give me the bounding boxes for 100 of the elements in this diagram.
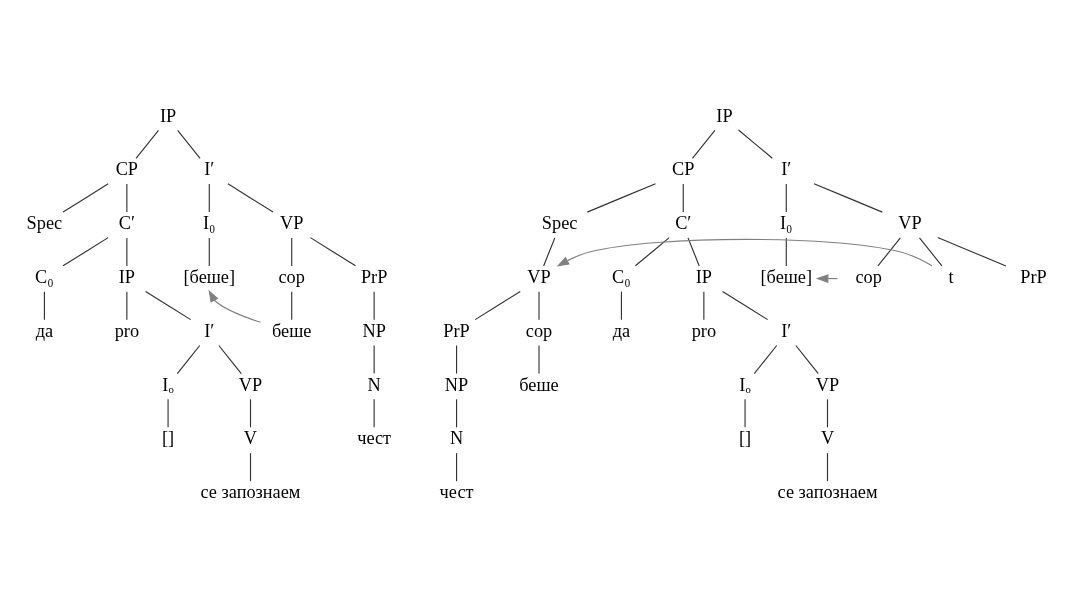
connector — [126, 183, 128, 213]
node-text: [] — [738, 427, 752, 448]
node-text: PrP — [360, 266, 388, 287]
node-text: IP — [695, 266, 712, 287]
connector — [543, 236, 556, 266]
node-text: I₀ — [203, 212, 216, 233]
node-text: VP — [898, 212, 922, 233]
connector — [145, 290, 192, 320]
connector — [744, 398, 746, 428]
connector — [227, 182, 274, 213]
connector — [373, 290, 375, 320]
connector — [826, 452, 829, 482]
node-text: t — [948, 266, 954, 287]
node-text: IP — [716, 105, 733, 126]
connector — [309, 236, 357, 266]
node-text: да — [35, 320, 54, 341]
node-text: VP — [815, 374, 840, 395]
connector — [538, 344, 540, 374]
node-text: VP — [527, 266, 551, 287]
node-text: Spec — [541, 212, 578, 233]
node-text: I′ — [204, 158, 215, 179]
node-text: V — [820, 427, 835, 448]
connector — [208, 236, 210, 266]
node-text: се запознаем — [200, 481, 301, 502]
connector — [126, 236, 128, 266]
node-text: pro — [114, 320, 140, 341]
node-text: Iₒ — [739, 374, 751, 395]
node-text: VP — [280, 212, 304, 233]
connector — [722, 290, 769, 320]
connector — [937, 236, 1007, 266]
connector — [177, 129, 201, 159]
node-text: се запознаем — [777, 481, 878, 502]
node-text: Iₒ — [162, 374, 174, 395]
connector — [167, 398, 169, 428]
connector — [456, 452, 458, 482]
connector — [249, 452, 252, 482]
node-text: [беше] — [760, 266, 813, 287]
node-text: чест — [357, 427, 392, 448]
node-text: NP — [444, 374, 469, 395]
node-text: беше — [272, 320, 312, 341]
node-text: чест — [439, 481, 474, 502]
node-text: cop — [525, 320, 553, 341]
connector — [291, 290, 293, 320]
connector — [785, 236, 787, 266]
arrow — [556, 238, 933, 267]
node-text: Spec — [26, 212, 63, 233]
node-text: PrP — [443, 320, 470, 341]
connector — [456, 398, 458, 428]
node-text: N — [367, 374, 381, 395]
connector — [795, 344, 819, 374]
node-text: [беше] — [183, 266, 236, 287]
node-text: V — [243, 427, 258, 448]
connector — [682, 183, 684, 213]
connector — [208, 183, 210, 213]
node-text: I₀ — [780, 212, 793, 233]
node-text: pro — [691, 320, 717, 341]
node-text: VP — [238, 374, 263, 395]
connector — [691, 129, 716, 159]
connector — [135, 129, 160, 159]
connector — [176, 344, 201, 374]
connector — [456, 344, 458, 374]
connector — [877, 236, 901, 266]
connector — [249, 398, 252, 428]
node-text: [] — [161, 427, 175, 448]
node-text: CP — [672, 158, 695, 179]
connector — [43, 290, 45, 320]
connector — [62, 236, 109, 266]
node-text: N — [449, 427, 464, 448]
connector — [813, 182, 883, 213]
connector — [703, 290, 705, 320]
connector — [918, 236, 943, 266]
node-text: C₀ — [612, 266, 631, 287]
connector — [373, 398, 375, 428]
connector — [474, 290, 521, 320]
connector — [538, 290, 540, 320]
connector — [753, 344, 778, 374]
node-text: C′ — [118, 212, 135, 233]
arrow — [208, 289, 262, 323]
node-text: I′ — [781, 320, 792, 341]
node-text: да — [612, 320, 631, 341]
connector — [373, 344, 375, 374]
node-text: IP — [159, 105, 177, 126]
node-text: NP — [362, 320, 386, 341]
node-text: C′ — [675, 212, 692, 233]
node-text: CP — [115, 158, 139, 179]
connector — [785, 183, 787, 213]
node-text: беше — [519, 374, 559, 395]
connector — [218, 344, 242, 374]
connector — [826, 398, 829, 428]
node-text: I′ — [204, 320, 215, 341]
connector — [737, 128, 773, 159]
node-text: C₀ — [35, 266, 54, 287]
connector — [687, 236, 700, 266]
connector — [62, 182, 109, 213]
connector — [620, 290, 622, 320]
connector — [634, 236, 670, 266]
connector — [126, 290, 128, 320]
node-text: I′ — [781, 158, 792, 179]
node-text: cop — [855, 266, 882, 287]
node-text: cop — [278, 266, 305, 287]
